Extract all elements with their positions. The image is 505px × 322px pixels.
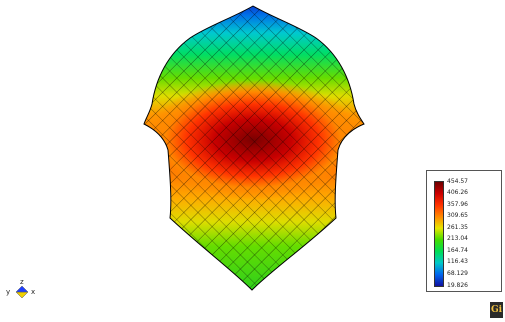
legend-value-label: 19.826 bbox=[447, 281, 468, 289]
legend-value-label: 213.04 bbox=[447, 235, 468, 243]
mesh-outline bbox=[143, 5, 365, 291]
y-axis-label: y bbox=[6, 288, 11, 296]
legend-value-label: 261.35 bbox=[447, 223, 468, 231]
legend-value-label: 116.43 bbox=[447, 258, 468, 266]
z-axis-label: z bbox=[20, 278, 24, 286]
legend-value-label: 309.65 bbox=[447, 212, 468, 220]
color-scale-bar bbox=[434, 181, 444, 287]
axis-triad-icon bbox=[15, 285, 29, 299]
legend-value-label: 68.129 bbox=[447, 269, 468, 277]
legend-value-label: 406.26 bbox=[447, 189, 468, 197]
color-scale-legend: 454.57 406.26 357.96 309.65 261.35 213.04 164.… bbox=[426, 170, 502, 292]
deformed-mesh-surface bbox=[144, 6, 364, 290]
legend-value-label: 164.74 bbox=[447, 246, 468, 254]
legend-value-label: 454.57 bbox=[447, 177, 468, 185]
gid-logo: Gi bbox=[490, 302, 503, 318]
x-axis-label: x bbox=[31, 288, 36, 296]
axis-triad: y z x bbox=[6, 278, 46, 302]
legend-value-label: 357.96 bbox=[447, 200, 468, 208]
